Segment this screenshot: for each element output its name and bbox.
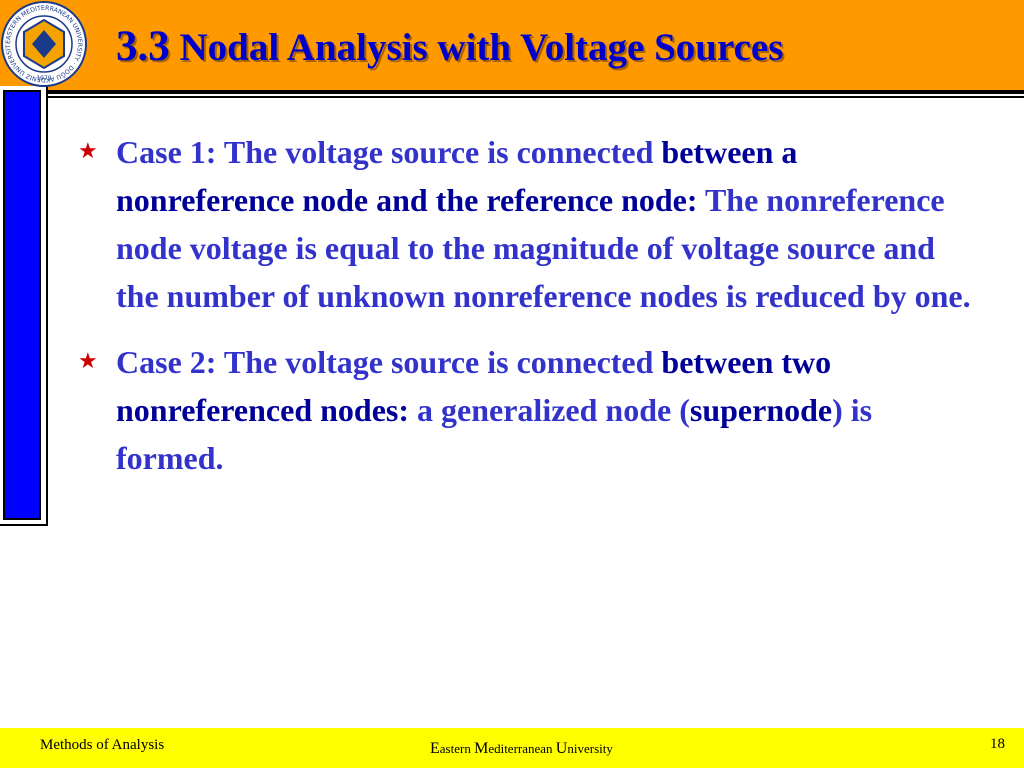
sidebar-frame <box>0 86 48 526</box>
title-number: 3.3 <box>116 23 170 70</box>
footer-page-number: 18 <box>990 736 1005 752</box>
bullet-2-text-end: ) is formed. <box>116 392 873 476</box>
footer-university: Eastern Mediterranean University <box>430 740 613 757</box>
header-rule <box>48 90 1024 94</box>
header-bar <box>0 0 1024 90</box>
slide-content: ★ Case 1: The voltage source is connected… <box>78 128 978 500</box>
university-logo: EASTERN MEDITERRANEAN UNIVERSITY · DOĞU … <box>0 0 87 87</box>
sidebar-blue-bar <box>3 90 41 520</box>
bullet-case-2: ★ Case 2: The voltage source is connected… <box>78 338 978 482</box>
bullet-case-1: ★ Case 1: The voltage source is connected… <box>78 128 978 320</box>
bullet-2-emphasis: between two nonreferenced nodes: <box>116 344 832 428</box>
star-bullet-icon: ★ <box>78 139 98 164</box>
bullet-2-text: Case 2: The voltage source is connected <box>116 344 662 380</box>
logo-diamond-icon <box>32 30 56 58</box>
footer-bar <box>0 728 1024 768</box>
footer-course-title: Methods of Analysis <box>40 737 165 753</box>
title-text: Nodal Analysis with Voltage Sources <box>179 26 784 69</box>
bullet-1-text: Case 1: The voltage source is connected <box>116 134 662 170</box>
header-rule-thin <box>48 96 1024 98</box>
bullet-1-text-rest: The nonreference node voltage is equal t… <box>116 182 971 314</box>
star-bullet-icon: ★ <box>78 349 98 374</box>
bullet-2-text-rest: a generalized node ( <box>409 392 690 428</box>
slide-title: 3.3 Nodal Analysis with Voltage Sources <box>116 22 783 71</box>
bullet-1-emphasis: between a nonreference node and the refe… <box>116 134 798 218</box>
logo-year: 1979 <box>36 75 51 82</box>
bullet-2-supernode: supernode <box>689 392 833 428</box>
